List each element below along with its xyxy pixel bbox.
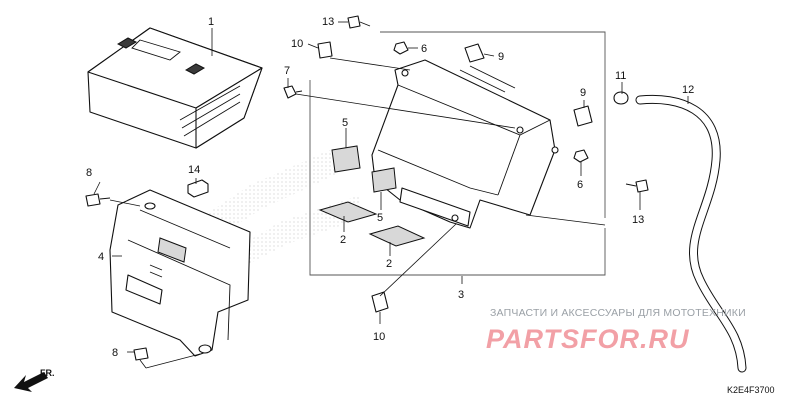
connector-part-14 <box>187 179 209 198</box>
pad-5-upper <box>331 145 361 173</box>
assembly-group-frame <box>309 31 606 276</box>
clip-10-lower <box>371 291 389 313</box>
strip-2-right <box>368 225 426 247</box>
callout-3: 3 <box>458 289 464 301</box>
callout-2-right: 2 <box>386 258 392 270</box>
callout-11: 11 <box>615 70 626 82</box>
screw-13-upper <box>347 15 371 29</box>
callout-9-upper: 9 <box>498 51 504 63</box>
front-direction-label: FR. <box>40 368 55 378</box>
clip-9-upper <box>464 43 485 63</box>
callout-1: 1 <box>208 16 214 28</box>
breather-tube-12 <box>635 94 747 373</box>
nut-6-right <box>573 149 589 163</box>
callout-10-lower: 10 <box>373 331 385 343</box>
callout-8-upper: 8 <box>86 167 92 179</box>
callout-9-right: 9 <box>580 87 586 99</box>
bolt-8-upper <box>85 193 111 207</box>
callout-6-upper: 6 <box>421 43 427 55</box>
callout-13-lower: 13 <box>632 214 644 226</box>
callout-14: 14 <box>188 164 200 176</box>
callout-labels: 1 13 10 6 9 7 11 12 9 5 5 6 8 14 4 2 2 1… <box>86 16 694 359</box>
callout-5-lower: 5 <box>377 212 383 224</box>
watermark-subtitle: ЗАПЧАСТИ И АКСЕССУАРЫ ДЛЯ МОТОТЕХНИКИ <box>490 307 746 319</box>
callout-13-upper: 13 <box>322 16 334 28</box>
front-direction-arrow: FR. <box>14 368 55 392</box>
battery-case <box>371 59 559 229</box>
pad-5-lower <box>371 167 397 193</box>
strip-2-left <box>318 201 378 223</box>
watermark: ЗАПЧАСТИ И АКСЕССУАРЫ ДЛЯ МОТОТЕХНИКИ PA… <box>486 307 746 354</box>
watermark-logo: PARTSFOR.RU <box>486 324 690 354</box>
diagram-code: K2E4F3700 <box>727 385 775 395</box>
callout-4: 4 <box>98 251 104 263</box>
clip-10-upper <box>317 41 333 59</box>
callout-12: 12 <box>682 84 694 96</box>
clamp-11 <box>613 91 629 105</box>
callout-7: 7 <box>284 65 290 77</box>
screw-13-lower <box>625 179 649 193</box>
callout-5-upper: 5 <box>342 117 348 129</box>
clip-9-right <box>573 105 593 127</box>
bolt-8-lower <box>133 347 149 361</box>
callout-8-lower: 8 <box>112 347 118 359</box>
callout-10-upper: 10 <box>291 38 303 50</box>
leader-lines <box>93 21 689 369</box>
battery <box>87 27 263 149</box>
screw-7 <box>283 85 303 99</box>
battery-box <box>109 189 251 357</box>
callout-6-right: 6 <box>577 179 583 191</box>
nut-6-upper <box>393 41 409 55</box>
callout-2-left: 2 <box>340 234 346 246</box>
